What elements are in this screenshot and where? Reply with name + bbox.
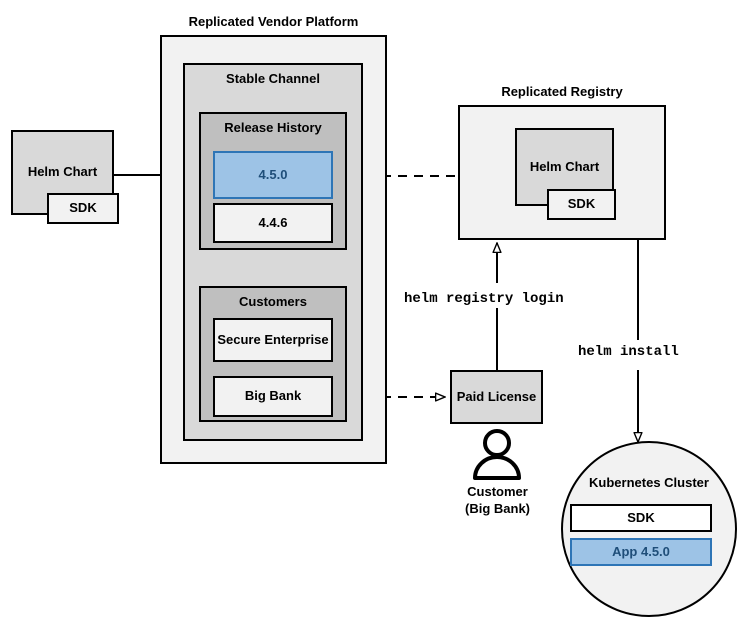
customer-actor-name: Customer [467,484,528,499]
paid-license-box: Paid License [450,370,543,424]
release-history-heading: Release History [224,120,322,135]
command-helm-install: helm install [578,344,679,360]
customer-actor-org: (Big Bank) [465,500,530,516]
registry-title: Replicated Registry [501,84,623,99]
customer-item-secure-enterprise[interactable]: Secure Enterprise [213,318,333,362]
source-helm-chart-sdk-box: SDK [47,193,119,224]
kubernetes-cluster-title: Kubernetes Cluster [589,475,709,490]
stable-channel-heading: Stable Channel [226,71,320,86]
customer-actor-label: Customer (Big Bank) [440,484,555,518]
cluster-item-sdk: SDK [570,504,712,532]
registry-helm-chart-sdk-box: SDK [547,189,616,220]
release-item-4-4-6[interactable]: 4.4.6 [213,203,333,243]
customers-heading: Customers [239,294,307,309]
customer-item-big-bank[interactable]: Big Bank [213,376,333,417]
cluster-item-app: App 4.5.0 [570,538,712,566]
person-icon [473,429,521,480]
command-helm-registry-login: helm registry login [404,291,564,307]
platform-title: Replicated Vendor Platform [188,14,359,29]
release-item-4-5-0[interactable]: 4.5.0 [213,151,333,199]
